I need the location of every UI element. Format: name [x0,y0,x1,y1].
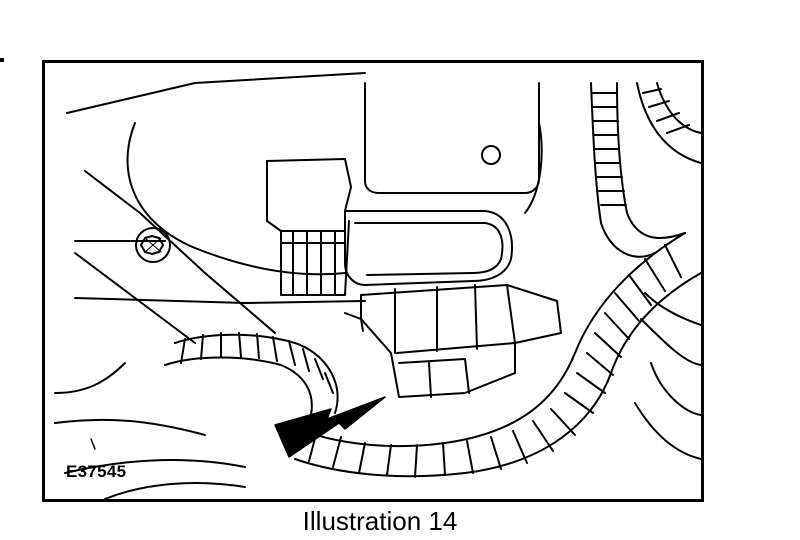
line-drawing [54,72,701,499]
wiring-harness-left [54,332,339,499]
corner-mark [0,58,4,62]
background-line-diagonal [84,170,276,334]
electrical-connector [344,284,562,398]
figure-caption: Illustration 14 [302,506,458,536]
wiring-harness-lower [284,232,701,478]
label-tick [90,438,96,450]
mounting-bolt [135,227,171,263]
sensor-body [266,158,513,296]
coolant-hose-right [634,292,701,460]
wiring-harness-right [590,82,701,258]
background-contour [126,122,346,276]
illustration-frame [42,60,704,502]
figure-id-label: E37545 [66,462,127,481]
background-line-top [66,72,366,114]
pointer-arrow [274,396,386,458]
background-line-lower [74,297,366,304]
control-module-housing [364,82,543,214]
background-line-left [74,252,196,344]
